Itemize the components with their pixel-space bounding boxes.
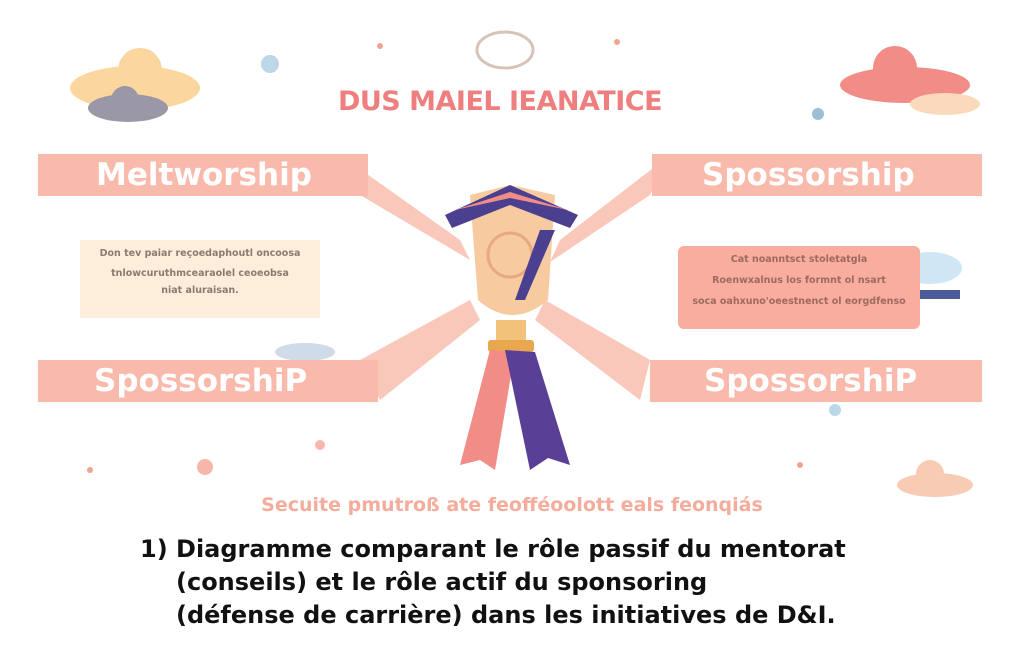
caption: 1) Diagramme comparant le rôle passif du… [140, 533, 846, 632]
band-sponsorship-top: Spossorship [652, 154, 982, 196]
logo-icon [475, 30, 535, 70]
box-line: Don tev paiar reçoedaphoutl oncoosa [99, 248, 301, 259]
diagram-title: DUS MAIEL IEANATICE [337, 86, 663, 117]
box-line: soca oahxuno'oeestnenct ol eorgdfenso [692, 296, 906, 307]
box-line: tnlowcuruthmcearaolel ceoeobsa [111, 268, 289, 279]
cloud-icon [70, 48, 200, 122]
band-sponsorship-bottom-left: SpossorshiP [38, 360, 378, 402]
cloud-icon [840, 46, 980, 115]
sponsorship-text-box: Cat noanntsct stoletatgla Roenwxalnus lo… [678, 246, 920, 329]
caption-line: (conseils) et le rôle actif du sponsorin… [176, 568, 708, 596]
cloud-icon [275, 343, 335, 361]
band-sponsorship-bottom-right: SpossorshiP [650, 360, 982, 402]
cloud-icon [897, 460, 973, 497]
box-line: Roenwxalnus los formnt ol nsart [712, 275, 886, 286]
diagram-subtitle: Secuite pmutroß ate feofféoolott eals fe… [261, 494, 763, 516]
caption-line: (défense de carrière) dans les initiativ… [176, 601, 836, 629]
mentorship-text-box: Don tev paiar reçoedaphoutl oncoosa tnlo… [80, 240, 320, 318]
band-mentorship: Meltworship [38, 154, 368, 196]
caption-line: 1) Diagramme comparant le rôle passif du… [140, 535, 846, 563]
box-line: Cat noanntsct stoletatgla [730, 254, 868, 265]
box-line: niat aluraisan. [161, 285, 239, 296]
trophy-icon [445, 185, 578, 470]
